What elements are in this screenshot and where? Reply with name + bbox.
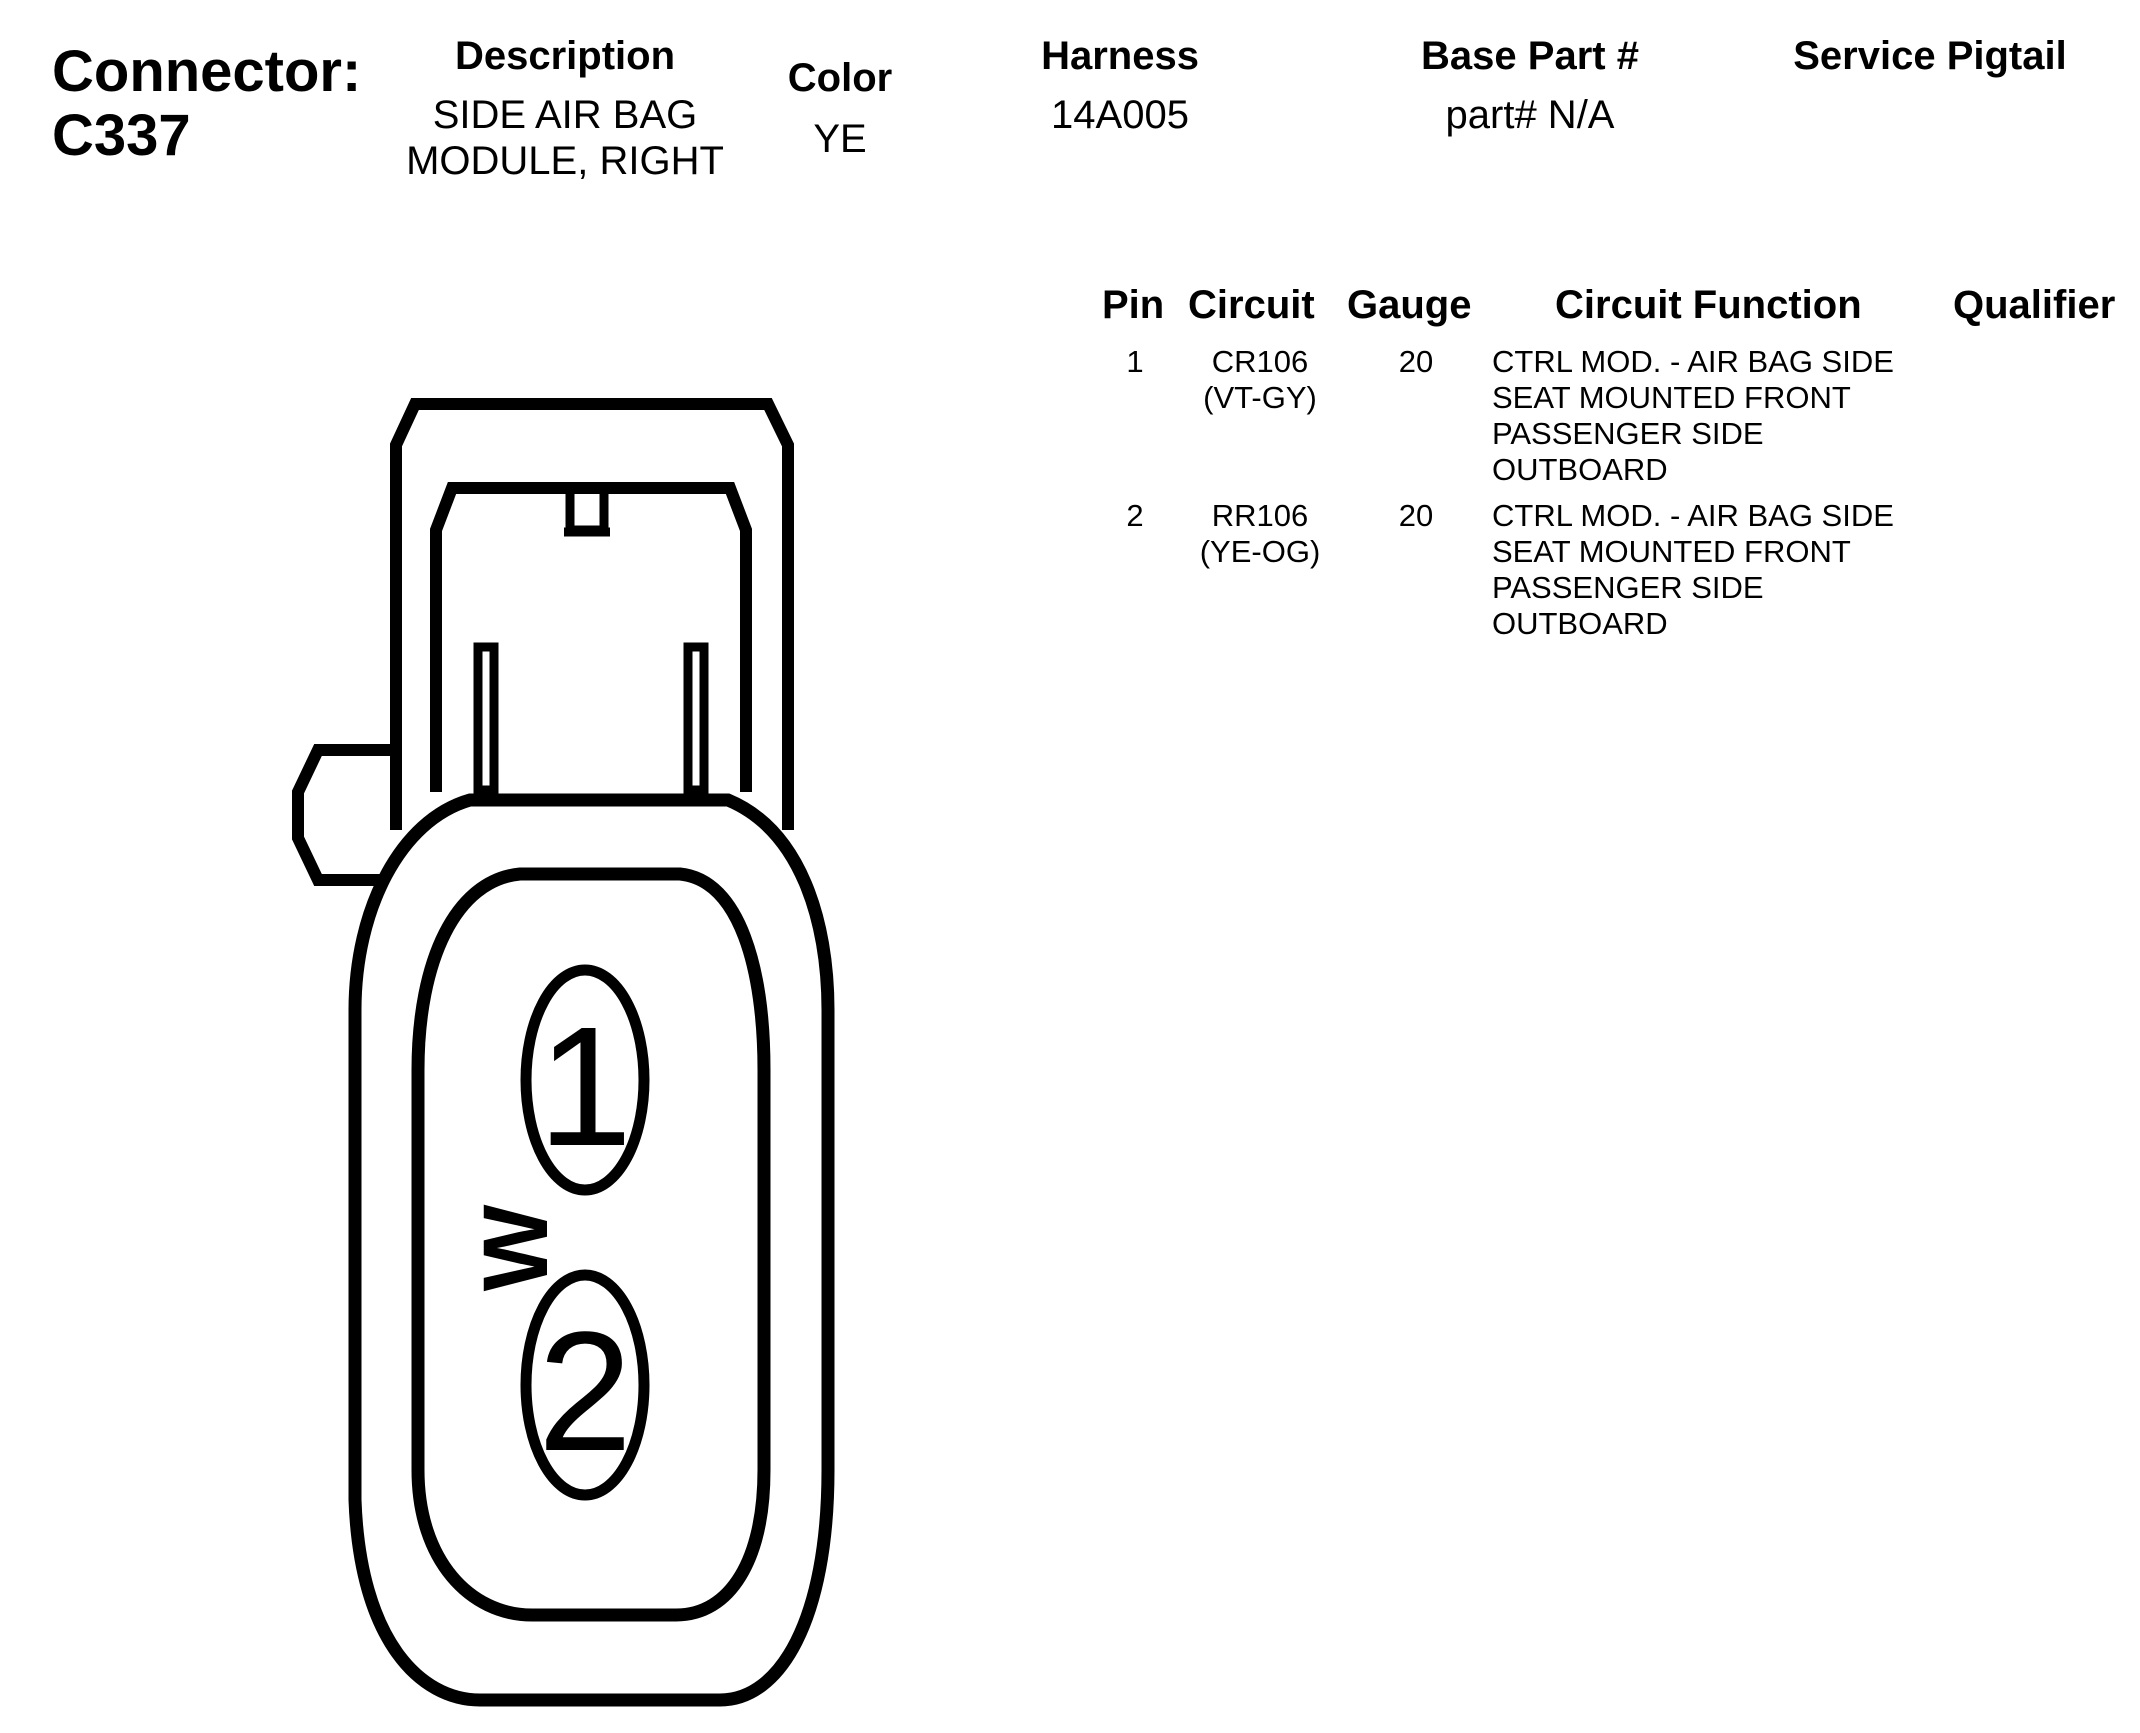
connector-cavity-outline [411,867,771,1622]
circuit-wire-color: (YE-OG) [1199,534,1321,569]
color-value: YE [813,117,867,161]
connector-side-tab [292,744,396,886]
function-line: CTRL MOD. - AIR BAG SIDE [1492,498,1894,533]
description-line-1: SIDE AIR BAG [432,93,698,137]
function-line: CTRL MOD. - AIR BAG SIDE [1492,344,1894,379]
pin-2-cavity [520,1269,650,1501]
connector-lock-frame [430,482,752,792]
pin-1-label: 1 [538,992,633,1182]
gauge-cell: 20 [1398,344,1434,379]
pin-2-label: 2 [538,1297,633,1487]
function-cell: CTRL MOD. - AIR BAG SIDE SEAT MOUNTED FR… [1492,498,1912,642]
description-value: SIDE AIR BAG MODULE, RIGHT [370,92,760,184]
function-line: SEAT MOUNTED FRONT [1492,380,1851,415]
connector-lock-notch [565,492,609,535]
pin-column-header: Pin [1102,283,1165,327]
base-part-header: Base Part # [1421,34,1639,78]
circuit-wire-color: (VT-GY) [1203,380,1317,415]
function-line: SEAT MOUNTED FRONT [1492,534,1851,569]
connector-label: Connector: [52,39,362,104]
pin-number: 2 [1126,498,1144,533]
terminal-post [683,642,709,795]
connector-latch-housing [390,398,794,830]
circuit-column-header: Circuit [1188,283,1315,327]
function-cell: CTRL MOD. - AIR BAG SIDE SEAT MOUNTED FR… [1492,344,1912,488]
pin-1-cavity [520,964,650,1196]
connector-id: C337 [52,103,191,168]
cavity-marker-label: W [465,1204,567,1291]
description-header: Description [454,34,676,78]
circuit-id: RR106 [1211,498,1309,533]
qualifier-column-header: Qualifier [1953,283,2116,327]
function-column-header: Circuit Function [1555,283,1862,327]
circuit-cell: RR106 (YE-OG) [1180,498,1340,570]
harness-header: Harness [1041,34,1199,78]
function-line: OUTBOARD [1492,452,1668,487]
color-header: Color [787,56,893,100]
pin-number: 1 [1126,344,1144,379]
harness-value: 14A005 [1051,93,1189,137]
connector-body-outline [348,793,835,1707]
gauge-cell: 20 [1398,498,1434,533]
gauge-column-header: Gauge [1347,283,1472,327]
function-line: PASSENGER SIDE [1492,416,1764,451]
description-line-2: MODULE, RIGHT [406,139,724,183]
service-pigtail-header: Service Pigtail [1793,34,2067,78]
function-line: OUTBOARD [1492,606,1668,641]
circuit-id: CR106 [1211,344,1309,379]
base-part-value: part# N/A [1445,93,1615,137]
circuit-cell: CR106 (VT-GY) [1180,344,1340,416]
function-line: PASSENGER SIDE [1492,570,1764,605]
terminal-post [473,642,499,795]
connector-heading: Connector: C337 [52,40,361,168]
